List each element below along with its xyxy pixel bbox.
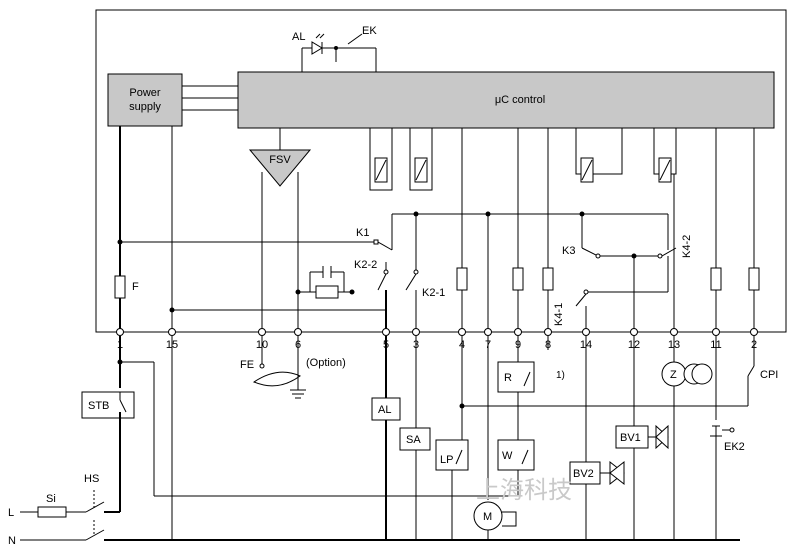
lp-label: LP: [440, 454, 453, 466]
k3-label: K3: [562, 245, 575, 257]
option-label: (Option): [306, 357, 346, 369]
uc-control-label: μC control: [495, 94, 545, 106]
terminal: [412, 328, 420, 336]
motor-label: M: [483, 511, 492, 523]
terminal: [514, 328, 522, 336]
w-box: [497, 439, 535, 471]
watermark: 上海科技: [476, 476, 572, 504]
power-supply-label-1: Power: [129, 87, 161, 99]
option-resistor: [315, 285, 339, 299]
terminal: [670, 328, 678, 336]
led-icon: [311, 41, 323, 55]
fsv-amplifier: [248, 149, 312, 187]
stb-label: STB: [88, 400, 109, 412]
terminal: [750, 328, 758, 336]
terminal: [630, 328, 638, 336]
terminal: [582, 328, 590, 336]
flame-electrode-icon: [252, 371, 301, 387]
power-supply-block: [107, 73, 183, 127]
fuse-f: [114, 275, 126, 299]
terminal-row: [116, 328, 758, 336]
terminal: [382, 328, 390, 336]
terminal: [116, 328, 124, 336]
k4-1-label: K4-1: [553, 303, 565, 326]
sa-label: SA: [406, 434, 421, 446]
stb-box: [81, 391, 135, 419]
uc-control-block: [237, 71, 775, 129]
terminal: [168, 328, 176, 336]
terminal: [258, 328, 266, 336]
fuse-si: [37, 506, 67, 518]
k2-2-label: K2-2: [354, 259, 377, 271]
l-label: L: [8, 507, 14, 519]
note-1-label: 1): [556, 370, 565, 381]
fe-label: FE: [240, 359, 254, 371]
fuse-f-label: F: [132, 281, 139, 293]
al-box-label: AL: [378, 404, 391, 416]
k2-1-label: K2-1: [422, 287, 445, 299]
resistor-8: [542, 267, 554, 291]
terminal: [458, 328, 466, 336]
sa-box: [399, 427, 431, 451]
terminal: [712, 328, 720, 336]
device-frame: [95, 9, 787, 333]
z-label: Z: [670, 369, 677, 381]
n-label: N: [8, 535, 16, 547]
terminal: [294, 328, 302, 336]
bv2-label: BV2: [573, 468, 594, 480]
ek-switch-icon: [347, 33, 363, 45]
al-top-label: AL: [292, 31, 305, 43]
k1-label: K1: [356, 227, 369, 239]
cpi-label: CPI: [760, 369, 778, 381]
terminal: [544, 328, 552, 336]
terminal: [484, 328, 492, 336]
k4-2-label: K4-2: [681, 235, 693, 258]
resistor-11: [710, 267, 722, 291]
si-label: Si: [46, 493, 56, 505]
fsv-label: FSV: [269, 154, 291, 166]
power-supply-label-2: supply: [129, 101, 161, 113]
resistor-4: [456, 267, 468, 291]
hs-label: HS: [84, 473, 99, 485]
resistor-2: [748, 267, 760, 291]
r-label: R: [504, 372, 512, 384]
ek-top-label: EK: [362, 25, 377, 37]
w-label: W: [502, 450, 513, 462]
bv1-label: BV1: [620, 432, 641, 444]
resistor-9: [512, 267, 524, 291]
ek2-label: EK2: [724, 441, 745, 453]
